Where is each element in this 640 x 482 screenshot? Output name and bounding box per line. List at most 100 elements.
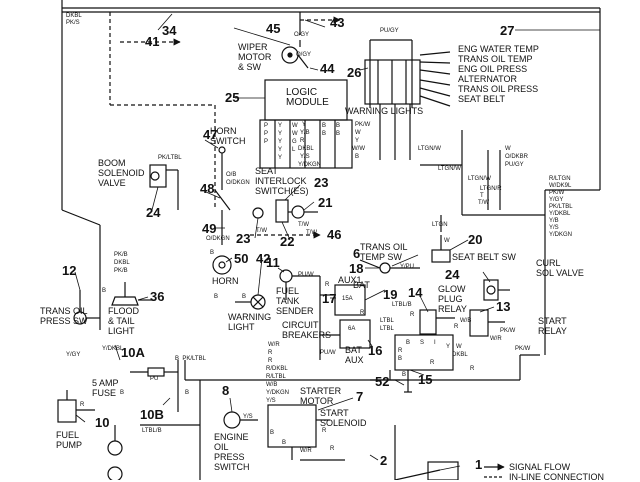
warning-item: SEAT BELT — [458, 94, 506, 104]
wire-code: B — [398, 356, 403, 362]
wire-code: LTBL — [380, 318, 394, 324]
callout-10: 10 — [95, 415, 110, 430]
seat-interlock-label: SEAT INTERLOCK SWITCH(ES) — [255, 166, 309, 196]
wire-code: B — [282, 440, 287, 446]
lm-pin: Y — [278, 123, 283, 129]
logic-module — [259, 79, 353, 169]
wire-code: W — [355, 130, 361, 136]
wire-code: T/W — [478, 200, 489, 206]
horn-switch-label: HORN SWITCH — [210, 126, 246, 146]
lm-pin: W — [292, 123, 298, 129]
bottom-wiring — [107, 360, 459, 480]
wire-code: Y/DKGN — [298, 162, 322, 168]
horn-switch — [214, 146, 231, 245]
signal-dashed-paths — [109, 12, 341, 239]
seat-belt-switch — [431, 215, 451, 263]
trans-oil-press-sw-label: TRANS OIL PRESS SW — [40, 306, 88, 326]
lm-pin: P — [264, 139, 269, 145]
wiper-motor — [281, 12, 309, 69]
callout-10a: 10A — [121, 345, 145, 360]
callout-25: 25 — [225, 90, 240, 105]
start-relay — [469, 309, 505, 337]
wire-code: Y/S — [266, 398, 276, 404]
wire-code: O/GY — [296, 52, 312, 58]
callout-44: 44 — [320, 61, 335, 76]
trans-oil-temp-sw-label: TRANS OIL TEMP SW — [360, 242, 408, 262]
seat-interlock-switches — [252, 199, 318, 223]
wire-code: R/LTGN W/DK9L PK/W Y/GY PK/LTBL Y/DKBL Y… — [549, 176, 573, 238]
curl-sol-valve — [483, 279, 510, 301]
wire-code: W — [456, 344, 462, 350]
callout-6: 6 — [353, 246, 361, 261]
wire-code: R — [322, 428, 327, 434]
five-amp-fuse — [130, 360, 179, 412]
wire-code: Y/S — [300, 154, 310, 160]
wire-code: O/B — [226, 172, 237, 178]
lm-pin: W — [292, 131, 298, 137]
lm-pin: P — [264, 131, 269, 137]
glow-plug-relay-label: GLOW PLUG RELAY — [438, 284, 467, 314]
wiper-motor-label: WIPER MOTOR & SW — [238, 42, 272, 72]
wire-code: T/W — [306, 230, 317, 236]
legend-inline-connection: IN-LINE CONNECTION — [509, 472, 605, 482]
wire-code: Y/DKBL — [102, 346, 124, 352]
callout-48: 48 — [200, 181, 215, 196]
bat-aux-label: BAT AUX — [345, 345, 364, 365]
breaker-6a-label: 6A — [348, 326, 356, 332]
callout-21: 21 — [318, 195, 333, 210]
callout-27: 27 — [500, 23, 515, 38]
wire-code: DKBL — [114, 260, 130, 266]
callout-52: 52 — [375, 374, 390, 389]
wire-code: PK/B — [114, 268, 128, 274]
aux1-label: AUX1 — [338, 275, 362, 285]
wire-code: R — [398, 348, 403, 354]
callout-23a: 23 — [314, 175, 329, 190]
flood-tail-light — [111, 282, 152, 306]
horn-label: HORN — [212, 276, 239, 286]
callout-34: 34 — [162, 23, 177, 38]
wire-code: R — [454, 324, 459, 330]
wire-code: R — [430, 360, 435, 366]
engine-oil-press-switch-label: ENGINE OIL PRESS SWITCH — [214, 432, 250, 472]
top-harness — [61, 0, 601, 330]
wire-code: PU/GY — [380, 28, 399, 34]
fuel-tank-sender — [279, 269, 320, 300]
wire-code: Y/DKGN — [266, 390, 290, 396]
wire-code: Y — [446, 344, 451, 350]
wire-code: W/W — [352, 146, 365, 152]
wire-code: PU/W — [298, 272, 314, 278]
wire-code: R/LTBL — [266, 374, 286, 380]
circuit-breakers — [319, 276, 371, 360]
wire-code: O/DKGN — [226, 180, 250, 186]
right-harness — [420, 130, 546, 356]
wire-code: B — [102, 288, 107, 294]
wire-code: LTBL/B — [392, 302, 412, 308]
wire-code: Y/B — [300, 130, 310, 136]
warning-item: ENG OIL PRESS — [458, 64, 528, 74]
callout-24a: 24 — [146, 205, 161, 220]
callout-13: 13 — [496, 299, 511, 314]
callout-1: 1 — [475, 457, 483, 472]
wire-code: LTBL — [380, 326, 394, 332]
wire-code: T/W — [256, 228, 267, 234]
callout-20: 20 — [468, 232, 483, 247]
callout-22: 22 — [280, 234, 295, 249]
engine-oil-press-switch — [223, 411, 258, 429]
wire-code: W/B — [460, 318, 472, 324]
callout-26: 26 — [347, 65, 362, 80]
callout-46: 46 — [327, 227, 342, 242]
five-amp-fuse-label: 5 AMP FUSE — [92, 378, 119, 398]
callout-8: 8 — [222, 383, 230, 398]
relay-s-label: S — [420, 340, 425, 346]
wire-code: DKBL — [452, 352, 468, 358]
lm-pin: Y — [278, 139, 283, 145]
horn — [212, 255, 232, 275]
callout-36: 36 — [150, 289, 165, 304]
callout-49: 49 — [202, 221, 217, 236]
wire-code: O/DKBR — [505, 154, 529, 160]
callout-41: 41 — [145, 34, 160, 49]
callout-14: 14 — [408, 285, 423, 300]
wire-code: B — [242, 294, 247, 300]
warning-item: TRANS OIL TEMP — [458, 54, 533, 64]
